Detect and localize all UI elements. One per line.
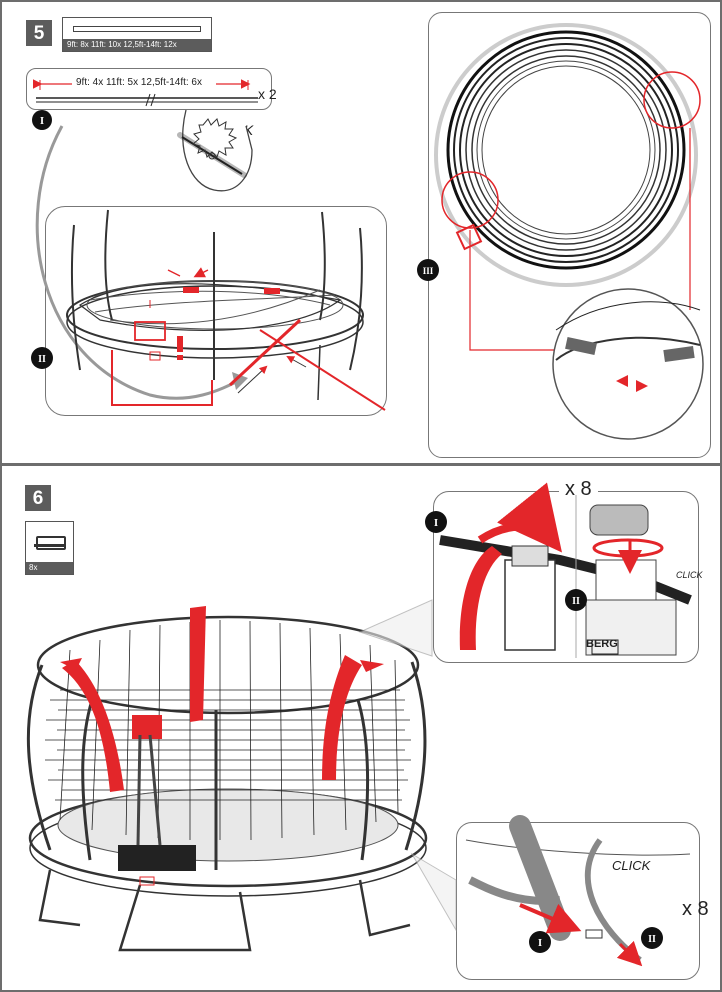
top-border — [0, 0, 722, 2]
berg-logo-text: BERG — [586, 638, 618, 650]
click-label-bottom: CLICK — [612, 858, 651, 873]
marker-i-step6-bottom: I — [529, 931, 551, 953]
top-detail-drawing — [439, 482, 692, 658]
part-label-strip — [63, 39, 211, 51]
bottom-detail-drawing — [465, 815, 691, 967]
net-grid — [45, 620, 411, 841]
left-border — [0, 0, 2, 992]
marker-i-step5: I — [32, 110, 52, 130]
svg-text:II: II — [648, 934, 656, 945]
section-divider — [0, 463, 722, 466]
pole-multiplier: x 2 — [258, 86, 277, 102]
pole-measure-text: 9ft: 4x 11ft: 5x 12,5ft-14ft: 6x — [76, 77, 202, 88]
svg-text:II: II — [572, 596, 580, 607]
svg-text:I: I — [538, 937, 542, 949]
bottom-multiplier: x 8 — [682, 898, 709, 920]
pole-diagram — [32, 79, 258, 107]
top-multiplier: x 8 — [559, 478, 598, 501]
pole-measure-panel — [26, 68, 272, 110]
marker-ii-step5: II — [31, 347, 53, 369]
marker-i-step6-top: I — [425, 511, 447, 533]
click-label-top: CLICK — [676, 570, 703, 580]
step-6-number: 6 — [25, 485, 51, 511]
click-zoom-detail — [177, 109, 253, 192]
svg-text:I: I — [40, 115, 44, 127]
hook-icon — [36, 536, 66, 550]
bottom-detail-panel — [456, 822, 700, 980]
step-6-part-count: 8x — [29, 563, 38, 572]
net-roll — [434, 23, 704, 440]
svg-text:II: II — [38, 354, 46, 365]
bottom-border — [0, 990, 722, 992]
marker-ii-step6-top: II — [565, 589, 587, 611]
svg-text:I: I — [434, 517, 438, 529]
step-5-part-label-text: 9ft: 8x 11ft: 10x 12,5ft-14ft: 12x — [67, 40, 177, 49]
part-label-strip-6 — [26, 562, 73, 574]
pole-icon — [73, 26, 201, 32]
hook-icon-base — [34, 544, 66, 547]
marker-ii-step6-bottom: II — [641, 927, 663, 949]
trampoline-with-net — [26, 599, 457, 952]
step-5-part-label: 9ft: 8x 11ft: 10x 12,5ft-14ft: 12x — [62, 17, 212, 52]
step-6-part-label: 8x — [25, 521, 74, 575]
right-border — [720, 0, 722, 992]
marker-iii-step5: III — [417, 259, 439, 281]
svg-text:III: III — [423, 266, 434, 276]
step-5-number: 5 — [26, 20, 52, 46]
trampoline-frame-step5 — [66, 209, 386, 411]
